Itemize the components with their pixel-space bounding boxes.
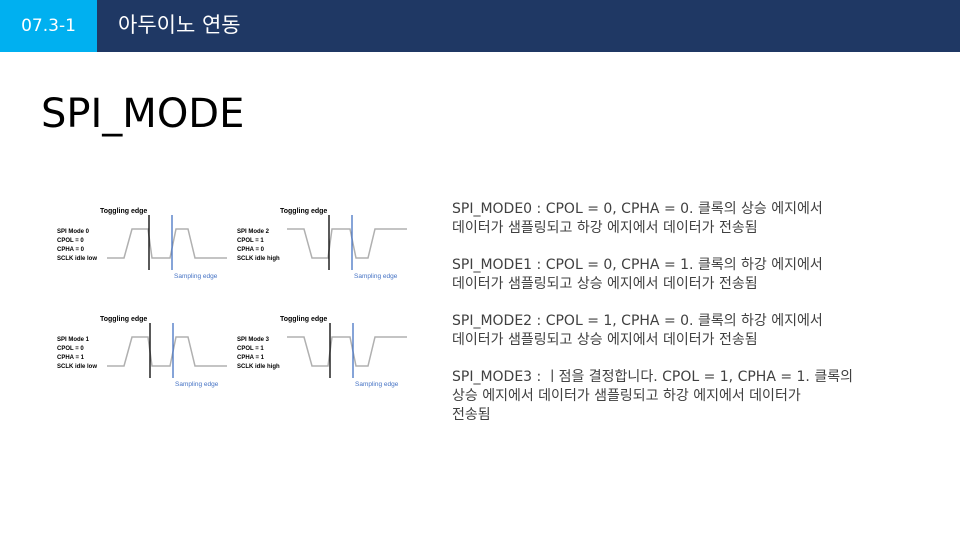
mode-descriptions: SPI_MODE0 : CPOL = 0, CPHA = 0. 클록의 상승 에…: [452, 200, 922, 443]
mode-info-text: SPI Mode 1: [57, 337, 90, 343]
clock-waveform: [287, 228, 407, 259]
clock-waveform: [287, 336, 407, 367]
toggling-edge-label: Toggling edge: [280, 208, 327, 215]
mode-info-text: SPI Mode 0: [57, 229, 90, 235]
sampling-edge-label: Sampling edge: [174, 273, 218, 280]
mode-info-text: SCLK idle low: [57, 256, 97, 262]
mode-info-text: CPOL = 0: [57, 346, 84, 352]
sampling-edge-label: Sampling edge: [354, 273, 398, 280]
mode-info-text: CPHA = 1: [57, 355, 85, 361]
clock-waveform: [107, 336, 227, 367]
toggling-edge-label: Toggling edge: [100, 208, 147, 215]
description-mode0: SPI_MODE0 : CPOL = 0, CPHA = 0. 클록의 상승 에…: [452, 201, 823, 236]
mode-info-text: CPHA = 1: [237, 355, 265, 361]
mode-info-text: CPOL = 1: [237, 346, 264, 352]
description-mode1: SPI_MODE1 : CPOL = 0, CPHA = 1. 클록의 하강 에…: [452, 257, 823, 292]
mode-info-text: SPI Mode 3: [237, 337, 270, 343]
description-mode3: SPI_MODE3 : ㅣ점을 결정합니다. CPOL = 1, CPHA = …: [452, 369, 853, 423]
section-title: 아두이노 연동: [118, 13, 241, 37]
page-title: SPI_MODE: [41, 91, 245, 137]
mode-info-text: SCLK idle high: [237, 256, 280, 262]
mode-info-text: SPI Mode 2: [237, 229, 270, 235]
clock-waveform: [107, 228, 227, 259]
section-number-badge: 07.3-1: [0, 0, 97, 52]
toggling-edge-label: Toggling edge: [280, 316, 327, 323]
mode-info-text: CPHA = 0: [237, 247, 265, 253]
sampling-edge-label: Sampling edge: [175, 381, 219, 388]
mode-info-text: CPHA = 0: [57, 247, 85, 253]
mode-info-text: SCLK idle low: [57, 364, 97, 370]
toggling-edge-label: Toggling edge: [100, 316, 147, 323]
sampling-edge-label: Sampling edge: [355, 381, 399, 388]
mode-info-text: SCLK idle high: [237, 364, 280, 370]
mode-info-text: CPOL = 1: [237, 238, 264, 244]
description-mode2: SPI_MODE2 : CPOL = 1, CPHA = 0. 클록의 하강 에…: [452, 313, 823, 348]
mode-info-text: CPOL = 0: [57, 238, 84, 244]
header-bar: [0, 0, 960, 52]
